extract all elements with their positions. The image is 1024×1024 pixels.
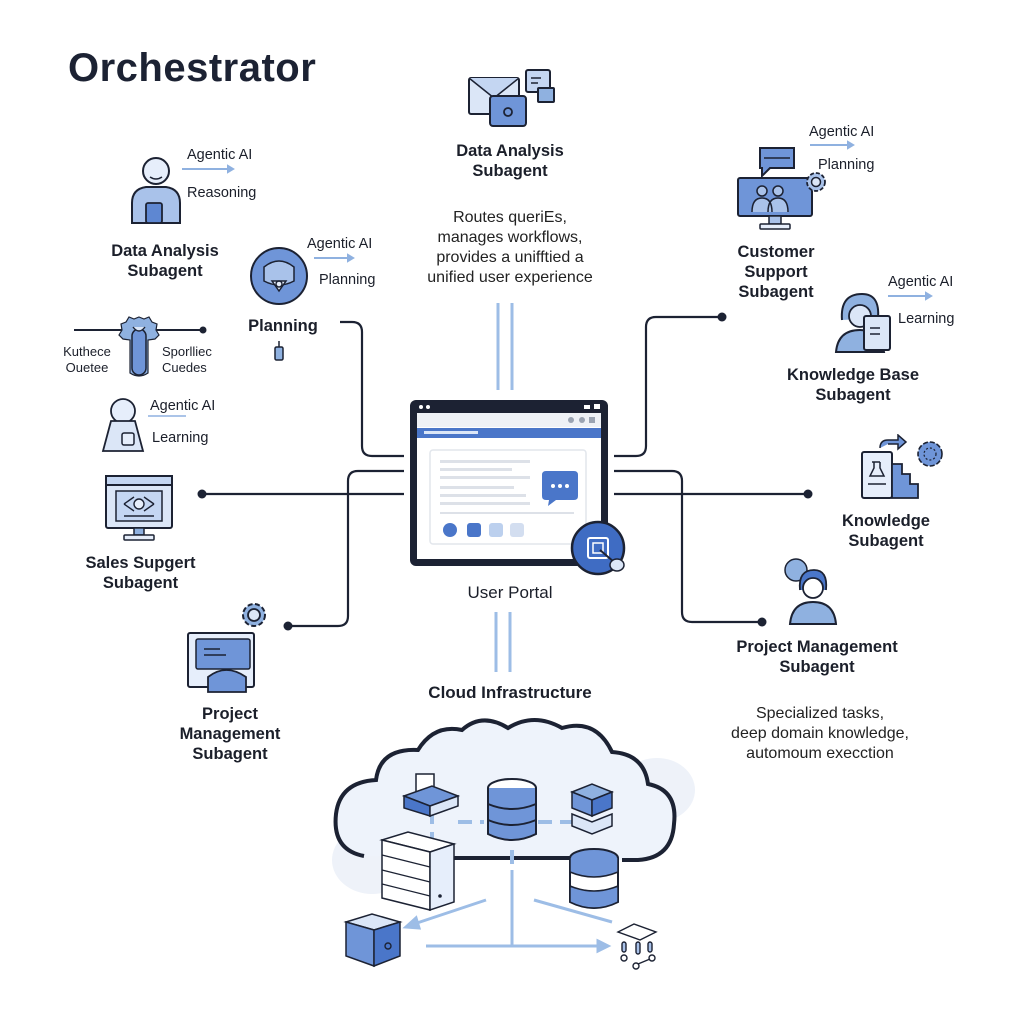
tag-reasoning: Reasoning xyxy=(187,185,257,201)
knowledge-base-label: Knowledge Base Subagent xyxy=(770,365,936,405)
label-line: Customer xyxy=(737,243,815,261)
connector-dot xyxy=(757,617,767,627)
top-node-label: Data Analysis Subagent xyxy=(430,141,590,181)
label-line: Data Analysis xyxy=(111,242,219,260)
project-management-right-label: Project Management Subagent xyxy=(722,637,912,677)
label-line: Subagent xyxy=(127,262,203,280)
tool-left-caption: Kuthece Ouetee xyxy=(58,344,116,376)
page-title: Orchestrator xyxy=(68,46,317,90)
sales-monitor-icon xyxy=(105,475,173,541)
tool-right-caption: Sporlliec Cuedes xyxy=(162,344,226,376)
sales-label: Sales Supgert Subagent xyxy=(68,553,213,593)
learning-person-icon xyxy=(101,398,145,452)
planning-robot-icon xyxy=(250,247,308,305)
package-stack-icon xyxy=(569,783,615,835)
tag-agentic-ai: Agentic AI xyxy=(150,398,216,414)
tag-agentic-ai: Agentic AI xyxy=(888,274,954,290)
connector-dot xyxy=(803,489,813,499)
description-line: deep domain knowledge, xyxy=(731,725,909,742)
data-analysis-label: Data Analysis Subagent xyxy=(90,241,240,281)
label-line: Project Management xyxy=(736,638,898,656)
label-line: Subagent xyxy=(815,386,891,404)
customer-support-icon xyxy=(737,147,826,230)
label-line: Subagent xyxy=(192,745,268,763)
planning-label: Planning xyxy=(248,317,318,335)
project-management-left-label: Project Management Subagent xyxy=(160,704,300,764)
caption-line: Ouetee xyxy=(65,360,109,375)
connector-dot xyxy=(717,312,727,322)
description-line: unified user experience xyxy=(427,269,593,286)
wrench-gear-icon xyxy=(118,316,160,377)
database-icon xyxy=(487,778,537,841)
connector-planning xyxy=(340,320,404,458)
description-line: Specialized tasks, xyxy=(755,705,885,722)
arrow-icons xyxy=(148,140,933,417)
tag-planning: Planning xyxy=(319,272,376,288)
label-line: Subagent xyxy=(738,283,814,301)
printer-icon xyxy=(401,773,461,818)
label-line: Data Analysis xyxy=(456,142,564,160)
label-line: Support xyxy=(744,263,808,281)
label-line: Knowledge xyxy=(841,512,930,530)
tag-planning: Planning xyxy=(818,157,875,173)
knowledge-label: Knowledge Subagent xyxy=(812,511,960,551)
tag-learning: Learning xyxy=(898,311,955,327)
label-line: Management xyxy=(179,725,281,743)
caption-line: Kuthece xyxy=(63,344,111,359)
label-line: Subagent xyxy=(779,658,855,676)
label-line: Subagent xyxy=(472,162,548,180)
label-line: Sales Supgert xyxy=(85,554,196,572)
tag-agentic-ai: Agentic AI xyxy=(187,147,253,163)
label-line: Subagent xyxy=(102,574,179,592)
analyst-person-icon xyxy=(131,157,181,224)
user-portal-label: User Portal xyxy=(467,583,553,602)
storage-box-icon xyxy=(343,913,403,968)
connector-customer-support xyxy=(614,315,722,458)
connector-dot xyxy=(199,326,207,334)
subagent-description: Specialized tasks, deep domain knowledge… xyxy=(702,704,938,764)
caption-line: Cuedes xyxy=(162,360,207,375)
caption-line: Sporlliec xyxy=(162,344,212,359)
analysis-window-icon xyxy=(468,69,555,127)
cloud-infrastructure-label: Cloud Infrastructure xyxy=(428,683,592,702)
server-rack-icon xyxy=(379,831,457,912)
knowledge-document-icon xyxy=(861,434,943,499)
connector-dot xyxy=(283,621,293,631)
description-line: Routes queriEs, xyxy=(453,209,567,226)
tag-agentic-ai: Agentic AI xyxy=(307,236,373,252)
connector-dot xyxy=(197,489,207,499)
project-management-icon xyxy=(187,603,266,693)
user-portal-window[interactable] xyxy=(408,398,634,576)
knowledge-base-person-icon xyxy=(834,292,891,353)
orchestrator-description: Routes queriEs, manages workflows, provi… xyxy=(400,208,620,288)
description-line: automoum execction xyxy=(746,745,894,762)
description-line: provides a unifftied a xyxy=(436,249,584,266)
small-battery-icon xyxy=(274,341,284,361)
tag-learning: Learning xyxy=(152,430,209,446)
label-line: Subagent xyxy=(848,532,924,550)
database-icon xyxy=(569,848,619,909)
label-line: Project xyxy=(202,705,258,723)
connector-project-right xyxy=(614,469,762,624)
label-line: Knowledge Base xyxy=(786,366,920,384)
tag-agentic-ai: Agentic AI xyxy=(809,124,875,140)
connector-project-left xyxy=(288,469,404,628)
cloud-infrastructure-diagram xyxy=(332,718,695,970)
network-hub-icon xyxy=(616,923,658,970)
project-manager-person-icon xyxy=(784,558,838,625)
customer-support-label: Customer Support Subagent xyxy=(716,242,836,302)
description-line: manages workflows, xyxy=(437,229,583,246)
